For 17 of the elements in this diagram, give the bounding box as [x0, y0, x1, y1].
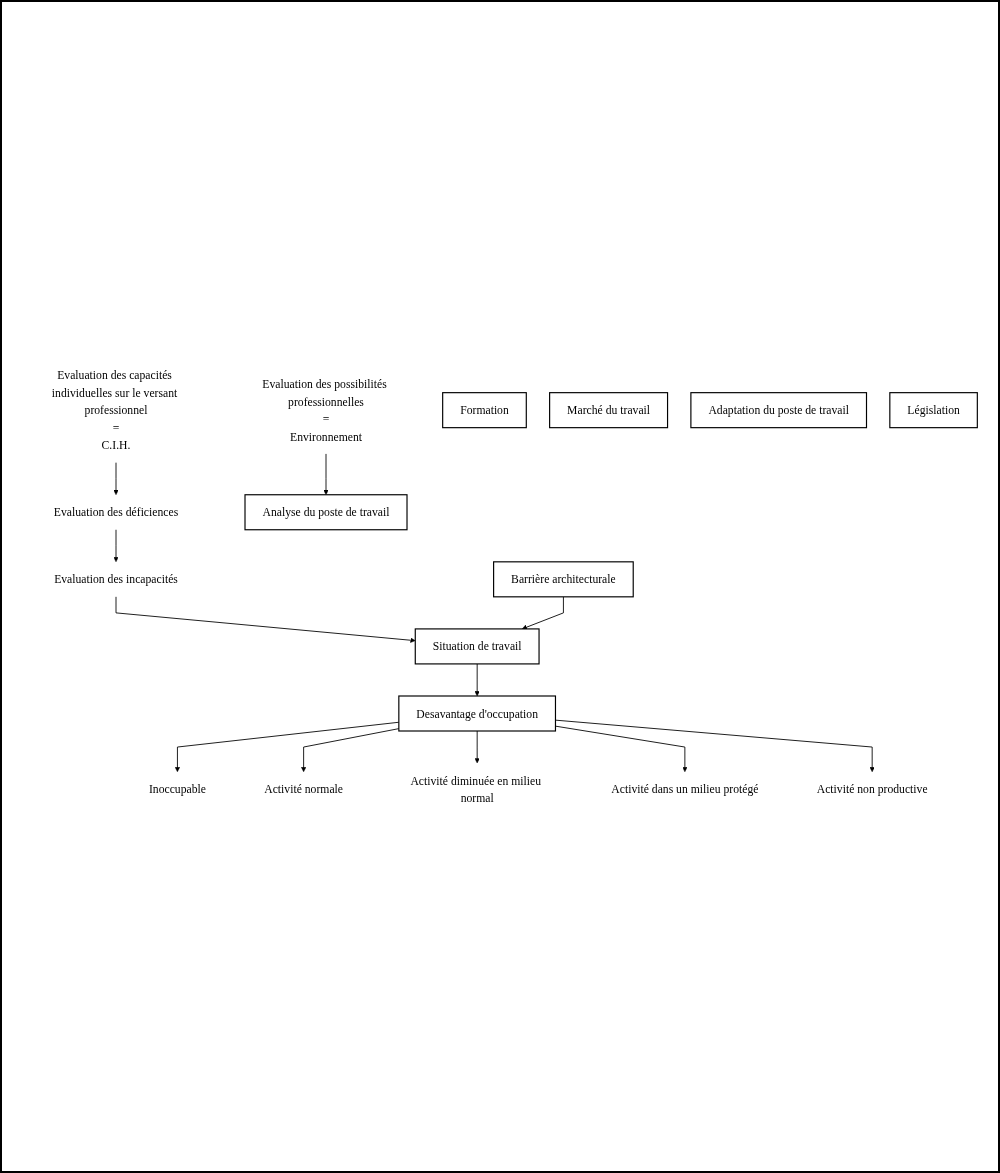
node-text: Evaluation des incapacités: [54, 572, 178, 586]
node-text: Evaluation des déficiences: [53, 505, 179, 519]
node-box: Barrière architecturale: [493, 561, 634, 598]
node-box: Législation: [889, 391, 978, 429]
node-text: Evaluation des possibilités professionnelles = Environnement: [262, 377, 387, 443]
node-text: Evaluation des capacités individuelles sur le versant professionnel = C.I.H.: [51, 368, 178, 452]
node-box: Adaptation du poste de travail: [690, 391, 868, 429]
node-text: Activité dans un milieu protégé: [611, 782, 759, 796]
node-text: Activité diminuée en milieu normal: [410, 774, 541, 805]
node-box: Formation: [442, 391, 527, 429]
node-box: Situation de travail: [414, 628, 540, 665]
node-box: Marché du travail: [549, 391, 669, 429]
node-box: Desavantage d'occupation: [398, 695, 557, 732]
node-text: Activité non productive: [816, 782, 928, 796]
node-box: Analyse du poste de travail: [244, 494, 408, 531]
node-text: Activité normale: [264, 782, 343, 796]
node-text: Inoccupable: [148, 782, 206, 796]
